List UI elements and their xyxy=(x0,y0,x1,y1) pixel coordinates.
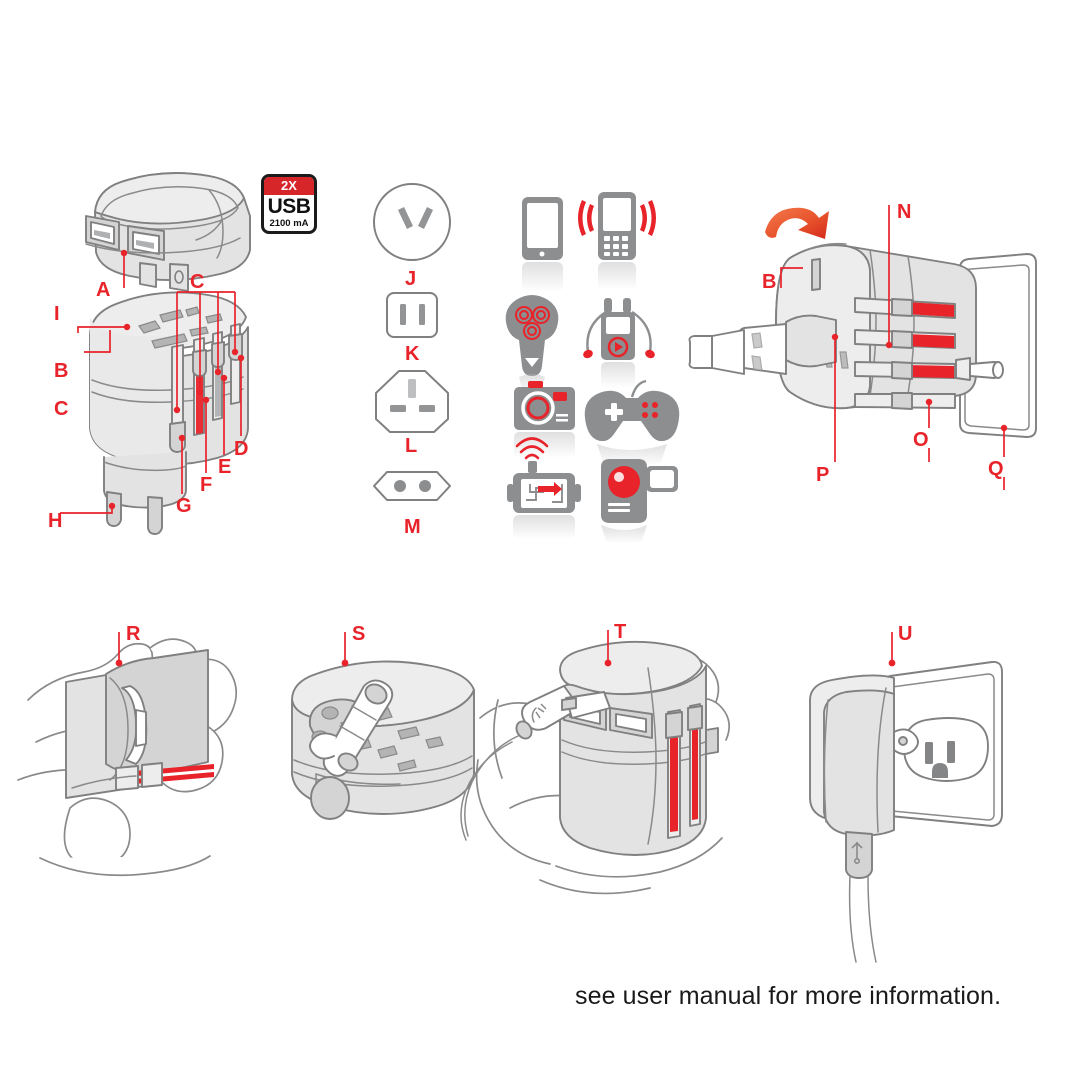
callout-p: P xyxy=(816,333,839,486)
tablet-icon xyxy=(522,197,563,292)
usb-top-module xyxy=(85,172,251,292)
callout-label-i: I xyxy=(54,303,60,325)
mobile-phone-icon xyxy=(578,192,656,290)
callout-h: H xyxy=(48,502,116,532)
callout-label-c: C xyxy=(54,398,68,420)
socket-label-k: K xyxy=(405,343,420,365)
callout-label-b: B xyxy=(54,360,68,382)
assembled-slider-group[interactable] xyxy=(854,297,956,410)
usb-badge: 2X USB 2100 mA xyxy=(261,174,317,234)
callout-d: D xyxy=(234,354,248,460)
assembled-adapter-in-socket-view: N B P O xyxy=(688,201,1037,490)
callout-i: I xyxy=(54,303,131,333)
socket-type-j: J xyxy=(373,183,451,290)
callout-label-c-group: C xyxy=(190,271,204,293)
callout-a: A xyxy=(96,249,128,301)
callout-label-d: D xyxy=(234,438,248,460)
step-label-s: S xyxy=(352,623,365,645)
signal-wave-right xyxy=(640,200,656,236)
callout-label-f: F xyxy=(200,474,212,496)
step-t: T xyxy=(460,621,731,895)
callout-b: B xyxy=(54,330,111,382)
usb-port-1 xyxy=(85,215,120,251)
callout-g: G xyxy=(176,434,192,517)
callout-label-g: G xyxy=(176,495,192,517)
callout-label-p: P xyxy=(816,464,829,486)
usb-badge-count: 2X xyxy=(264,177,314,195)
callout-f: F xyxy=(200,396,212,496)
callout-q: Q xyxy=(988,424,1008,490)
socket-type-l: L xyxy=(375,370,449,457)
socket-type-column: J K L M xyxy=(373,183,451,538)
exploded-view-callouts: A I B C H xyxy=(48,249,248,532)
gps-navigator-icon xyxy=(507,437,581,539)
mp3-player-icon xyxy=(583,298,655,388)
callout-c-bracket: C xyxy=(173,271,239,414)
socket-label-m: M xyxy=(404,516,421,538)
callout-c: C xyxy=(54,398,68,420)
step-label-u: U xyxy=(898,623,912,645)
callout-label-h: H xyxy=(48,510,62,532)
assembled-adapter-body xyxy=(775,242,977,410)
assembled-view-callouts: N B P O xyxy=(762,201,1008,490)
step-r: R xyxy=(17,623,238,877)
compatible-device-icons xyxy=(505,192,680,544)
inserted-plug xyxy=(688,314,837,375)
usb-connector xyxy=(460,685,611,841)
callout-label-q: Q xyxy=(988,458,1004,480)
socket-type-m: M xyxy=(373,471,451,538)
callout-label-n: N xyxy=(897,201,911,223)
step-label-r: R xyxy=(126,623,141,645)
wall-socket-plate xyxy=(959,253,1037,438)
adapter-main-body xyxy=(89,291,249,535)
camera-icon xyxy=(514,381,575,458)
callout-b-assembled: B xyxy=(762,267,803,293)
socket-label-j: J xyxy=(405,268,416,290)
callout-e: E xyxy=(218,374,231,478)
adapter-right-pin xyxy=(955,357,1004,381)
usb-badge-current: 2100 mA xyxy=(269,218,309,229)
callout-label-b2: B xyxy=(762,271,776,293)
step-label-t: T xyxy=(614,621,626,643)
footer-note: see user manual for more information. xyxy=(575,982,1002,1010)
inserted-plug-s xyxy=(322,679,394,777)
step-s: S xyxy=(291,623,475,820)
callout-label-e: E xyxy=(218,456,231,478)
callout-label-a: A xyxy=(96,279,110,301)
callout-label-o: O xyxy=(913,429,929,451)
rotation-arrow xyxy=(765,207,829,239)
callout-o: O xyxy=(913,398,933,462)
exploded-adapter-view: A I B C H xyxy=(48,172,251,535)
socket-label-l: L xyxy=(405,435,417,457)
step-u: U xyxy=(809,623,1003,963)
usb-badge-title: USB xyxy=(267,195,311,218)
callout-n: N xyxy=(885,201,911,349)
usb-port-2 xyxy=(127,225,165,261)
signal-wave-left xyxy=(578,200,594,236)
camcorder-icon xyxy=(601,459,678,544)
socket-type-k: K xyxy=(386,292,438,365)
